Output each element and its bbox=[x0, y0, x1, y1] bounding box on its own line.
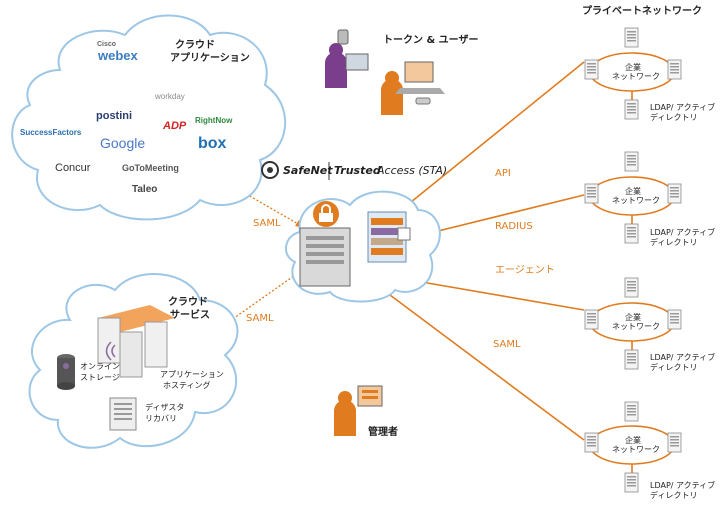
cloud-applications bbox=[11, 14, 287, 221]
admin-label: 管理者 bbox=[368, 427, 398, 438]
safenet-logo-icon bbox=[261, 161, 330, 180]
concur-logo: Concur bbox=[55, 162, 91, 174]
sta-brand: SafeNet bbox=[283, 164, 333, 177]
ldap-label-2b: ディレクトリ bbox=[650, 238, 698, 247]
dr-label-1: ディザスタ bbox=[145, 403, 185, 412]
saml-apps-label: SAML bbox=[253, 218, 281, 229]
user-laptop-icon bbox=[381, 61, 445, 115]
agent-label: エージェント bbox=[495, 265, 555, 276]
corp-label-3b: ネットワーク bbox=[612, 322, 660, 331]
saml-network-link bbox=[389, 294, 585, 441]
corp-label-2b: ネットワーク bbox=[612, 196, 660, 205]
api-label: API bbox=[495, 168, 511, 179]
ldap-label-2a: LDAP/ アクティブ bbox=[650, 228, 716, 237]
cloud-apps-title-2: アプリケーション bbox=[170, 53, 250, 64]
radius-link bbox=[429, 194, 585, 234]
corp-label-4b: ネットワーク bbox=[612, 445, 660, 454]
gotomeeting-logo: GoToMeeting bbox=[122, 163, 179, 173]
hosting-servers-icon bbox=[97, 305, 175, 378]
corp-network-1 bbox=[584, 27, 682, 120]
sta-trusted: Trusted bbox=[334, 164, 381, 177]
adp-logo: ADP bbox=[163, 120, 187, 132]
workday-logo: workday bbox=[155, 92, 185, 101]
box-logo: box bbox=[198, 135, 227, 152]
cloud-services-title-2: サービス bbox=[170, 310, 210, 321]
network-links bbox=[389, 61, 585, 441]
corp-network-2 bbox=[584, 151, 682, 244]
corp-label-4a: 企業 bbox=[625, 436, 641, 445]
sta-server bbox=[299, 227, 351, 287]
sta-access: Access (STA) bbox=[377, 164, 448, 177]
corp-label-2a: 企業 bbox=[625, 187, 641, 196]
corp-label-3a: 企業 bbox=[625, 313, 641, 322]
hosting-label-2: ホスティング bbox=[163, 381, 211, 390]
corp-network-4 bbox=[584, 401, 682, 493]
radius-label: RADIUS bbox=[495, 221, 533, 232]
google-logo: Google bbox=[100, 135, 146, 151]
lock-icon bbox=[313, 201, 339, 227]
ldap-label-4b: ディレクトリ bbox=[650, 491, 698, 500]
dr-label-2: リカバリ bbox=[145, 414, 177, 423]
taleo-logo: Taleo bbox=[132, 184, 158, 195]
successfactors-logo: SuccessFactors bbox=[20, 128, 82, 137]
ldap-label-1a: LDAP/ アクティブ bbox=[650, 103, 716, 112]
sta-appliance-icon bbox=[367, 211, 411, 263]
cisco-logo: Cisco bbox=[97, 41, 117, 48]
hosting-label-1: アプリケーション bbox=[160, 370, 224, 379]
cloud-apps-title-1: クラウド bbox=[175, 40, 215, 51]
corp-network-3 bbox=[584, 277, 682, 370]
storage-icon bbox=[57, 354, 75, 390]
private-network-title: プライベートネットワーク bbox=[582, 6, 702, 17]
users-label: トークン & ユーザー bbox=[383, 35, 479, 46]
webex-logo: webex bbox=[98, 48, 138, 63]
user-token-icon bbox=[325, 29, 369, 88]
storage-label-2: ストレージ bbox=[80, 373, 120, 382]
corp-label-1b: ネットワーク bbox=[612, 72, 660, 81]
saml-network-label: SAML bbox=[493, 339, 521, 350]
postini-logo: postini bbox=[96, 110, 133, 122]
disaster-recovery-icon bbox=[109, 397, 137, 431]
ldap-label-3a: LDAP/ アクティブ bbox=[650, 353, 716, 362]
ldap-label-3b: ディレクトリ bbox=[650, 363, 698, 372]
ldap-label-1b: ディレクトリ bbox=[650, 113, 698, 122]
agent-link bbox=[409, 279, 585, 311]
storage-label-1: オンライン bbox=[80, 362, 120, 371]
rightnow-logo: RightNow bbox=[195, 116, 233, 125]
cloud-services-title-1: クラウド bbox=[168, 297, 208, 308]
api-link bbox=[394, 61, 585, 216]
ldap-label-4a: LDAP/ アクティブ bbox=[650, 481, 716, 490]
admin-icon bbox=[334, 385, 383, 436]
saml-services-label: SAML bbox=[246, 313, 274, 324]
corp-label-1a: 企業 bbox=[625, 63, 641, 72]
